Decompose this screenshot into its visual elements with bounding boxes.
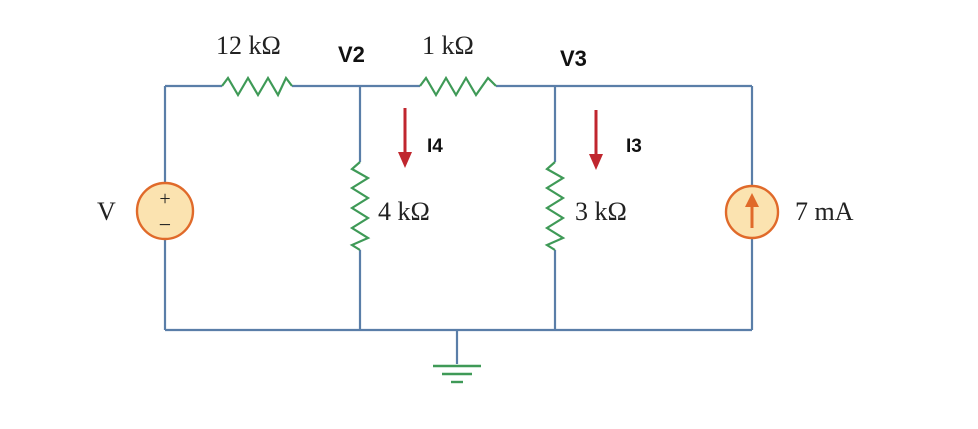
ground-icon: [433, 364, 481, 384]
label-source-v: V: [97, 197, 116, 226]
voltage-source: + −: [135, 181, 195, 241]
voltage-source-plus: +: [159, 188, 170, 210]
label-r1: 1 kΩ: [422, 31, 474, 60]
label-i3: I3: [626, 136, 642, 157]
voltage-source-minus: −: [159, 212, 171, 237]
label-r12: 12 kΩ: [216, 31, 281, 60]
resistor-1k: [419, 75, 497, 98]
current-source: [724, 184, 780, 240]
resistor-3k: [544, 161, 566, 251]
label-node-v2: V2: [338, 42, 365, 67]
current-arrow-i3-icon: [589, 110, 603, 170]
resistor-12k: [221, 75, 293, 98]
voltage-source-circle: [135, 181, 195, 241]
current-source-arrow-icon: [745, 193, 759, 228]
current-arrow-i4-icon: [398, 108, 412, 168]
label-source-i: 7 mA: [795, 197, 854, 226]
resistor-4k: [349, 161, 371, 251]
label-node-v3: V3: [560, 46, 587, 71]
label-i4: I4: [427, 136, 443, 157]
label-r4: 4 kΩ: [378, 197, 430, 226]
resistors: [221, 75, 566, 251]
wires: [163, 84, 754, 364]
label-r3: 3 kΩ: [575, 197, 627, 226]
